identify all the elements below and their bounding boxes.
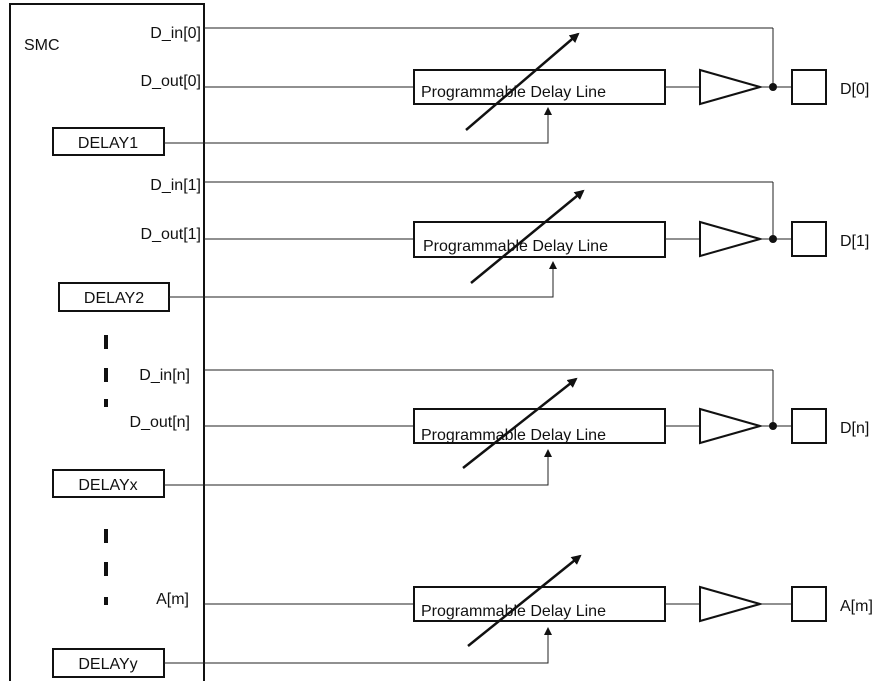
delay-register-box: [58, 282, 170, 312]
delay-control-wire: [164, 449, 552, 486]
channel-0: D_in[0] D_out[0] Programmable Delay Line…: [52, 25, 869, 156]
variable-arrow-icon: [470, 189, 585, 284]
junction-dot: [769, 83, 777, 91]
delay-control-wire: [169, 261, 557, 298]
programmable-delay-line-label: Programmable Delay Line: [421, 84, 606, 101]
d-out-label: D_out[n]: [130, 414, 190, 431]
junction-dot: [769, 235, 777, 243]
delay-register-label: DELAYx: [78, 477, 137, 494]
pin-pad: [791, 221, 827, 257]
programmable-delay-line-box: [413, 69, 666, 105]
pin-label: D[1]: [840, 233, 869, 250]
a-out-label: A[m]: [156, 591, 189, 608]
delay-register-label: DELAY2: [84, 290, 144, 307]
delay-control-wire: [164, 107, 552, 144]
ellipsis-dots: [104, 335, 108, 605]
delay-register-box: [52, 648, 165, 678]
variable-arrow-icon: [467, 554, 582, 647]
d-in-label: D_in[0]: [150, 25, 201, 42]
channel-n: D_in[n] D_out[n] Programmable Delay Line…: [52, 367, 869, 498]
variable-arrow-icon: [462, 377, 578, 469]
pin-label: A[m]: [840, 598, 873, 615]
programmable-delay-line-label: Programmable Delay Line: [421, 603, 606, 620]
buffer-icon: [699, 220, 764, 258]
variable-arrow-icon: [465, 32, 580, 131]
pin-pad: [791, 69, 827, 105]
buffer-icon: [699, 585, 764, 623]
channel-1: D_in[1] D_out[1] Programmable Delay Line…: [58, 177, 869, 312]
pin-pad: [791, 408, 827, 444]
smc-label: SMC: [24, 37, 60, 54]
buffer-icon: [699, 68, 764, 106]
d-out-label: D_out[1]: [141, 226, 201, 243]
d-in-label: D_in[n]: [139, 367, 190, 384]
pin-label: D[n]: [840, 420, 869, 437]
pin-label: D[0]: [840, 81, 869, 98]
pin-pad: [791, 586, 827, 622]
delay-register-box: [52, 127, 165, 156]
d-in-label: D_in[1]: [150, 177, 201, 194]
buffer-icon: [699, 407, 764, 445]
d-out-label: D_out[0]: [141, 73, 201, 90]
channel-address-m: A[m] Programmable Delay Line A[m] DELAYy: [52, 554, 873, 678]
programmable-delay-line-label: Programmable Delay Line: [421, 427, 606, 444]
delay-control-wire: [164, 627, 552, 664]
delay-register-box: [52, 469, 165, 498]
junction-dot: [769, 422, 777, 430]
delay-register-label: DELAYy: [78, 656, 137, 673]
programmable-delay-line-box: [413, 408, 666, 444]
delay-register-label: DELAY1: [78, 135, 138, 152]
